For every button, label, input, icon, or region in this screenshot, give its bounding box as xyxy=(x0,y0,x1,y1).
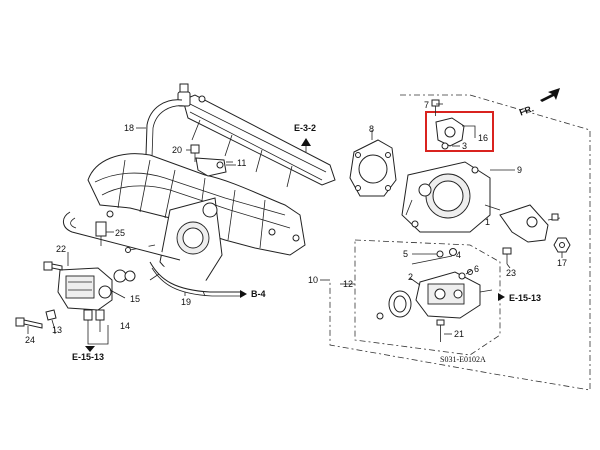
gasket-ring xyxy=(376,290,412,320)
label-19: 19 xyxy=(181,297,191,307)
label-14: 14 xyxy=(120,321,130,331)
label-6: 6 xyxy=(474,264,479,274)
bolt-20 xyxy=(190,144,200,162)
label-24: 24 xyxy=(25,335,35,345)
bracket-11 xyxy=(195,157,236,177)
label-22: 22 xyxy=(56,244,66,254)
highlight-box xyxy=(425,111,494,152)
bolt-24 xyxy=(15,317,43,329)
throttle-body xyxy=(401,161,501,233)
label-4: 4 xyxy=(456,250,461,260)
label-5: 5 xyxy=(403,249,408,259)
part-labels: 18 20 11 25 22 15 19 14 13 24 8 7 16 3 9… xyxy=(25,100,567,345)
ref-label-e1513-right: E-15-13 xyxy=(509,293,541,303)
label-7: 7 xyxy=(424,100,429,110)
nut-17 xyxy=(553,237,571,253)
tp-sensor-16 xyxy=(435,117,465,147)
drawing-code: S031-E0102A xyxy=(440,355,486,364)
label-15: 15 xyxy=(130,294,140,304)
label-18: 18 xyxy=(124,123,134,133)
ref-arrow-e1513-left xyxy=(85,346,95,352)
label-3: 3 xyxy=(462,141,467,151)
fuel-rail xyxy=(177,83,336,188)
bolt-22 xyxy=(43,261,63,271)
bolt-7 xyxy=(431,99,440,116)
label-21: 21 xyxy=(454,329,464,339)
screw-5 xyxy=(436,250,444,258)
label-1: 1 xyxy=(485,217,490,227)
label-11: 11 xyxy=(237,158,246,168)
label-20: 20 xyxy=(172,145,182,155)
throttle-linkage xyxy=(499,204,561,243)
bolt-23 xyxy=(502,247,512,264)
oring-6 xyxy=(458,269,473,280)
gasket-8 xyxy=(349,139,397,197)
label-23: 23 xyxy=(506,268,516,278)
ref-arrow-b4 xyxy=(240,290,247,298)
iacv-assembly xyxy=(57,267,136,332)
intake-manifold xyxy=(87,153,306,297)
label-2: 2 xyxy=(408,272,413,282)
label-12: 12 xyxy=(343,279,353,289)
bolt-21 xyxy=(436,319,445,342)
group-outline-10 xyxy=(329,94,591,391)
ref-label-e32: E-3-2 xyxy=(294,123,316,133)
label-25: 25 xyxy=(115,228,125,238)
iacv-2 xyxy=(415,271,493,319)
front-arrow-icon xyxy=(540,88,560,102)
label-9: 9 xyxy=(517,165,522,175)
oring-3 xyxy=(441,142,449,150)
ref-label-b4: B-4 xyxy=(251,289,266,299)
group-outline-12 xyxy=(354,239,501,356)
leader-lines xyxy=(27,103,563,345)
ref-arrow-e32 xyxy=(301,138,311,152)
label-13: 13 xyxy=(52,325,62,335)
ref-arrow-e1513-right xyxy=(498,293,505,301)
hose-19 xyxy=(63,211,240,297)
front-marker-label: FR. xyxy=(518,103,535,117)
oring-4 xyxy=(449,248,457,256)
bolt-13 xyxy=(45,309,57,331)
sensor-25 xyxy=(95,221,107,246)
ref-label-e1513-left: E-15-13 xyxy=(72,352,104,362)
label-17: 17 xyxy=(557,258,567,268)
label-16: 16 xyxy=(478,133,488,143)
label-8: 8 xyxy=(369,124,374,134)
label-10: 10 xyxy=(308,275,318,285)
